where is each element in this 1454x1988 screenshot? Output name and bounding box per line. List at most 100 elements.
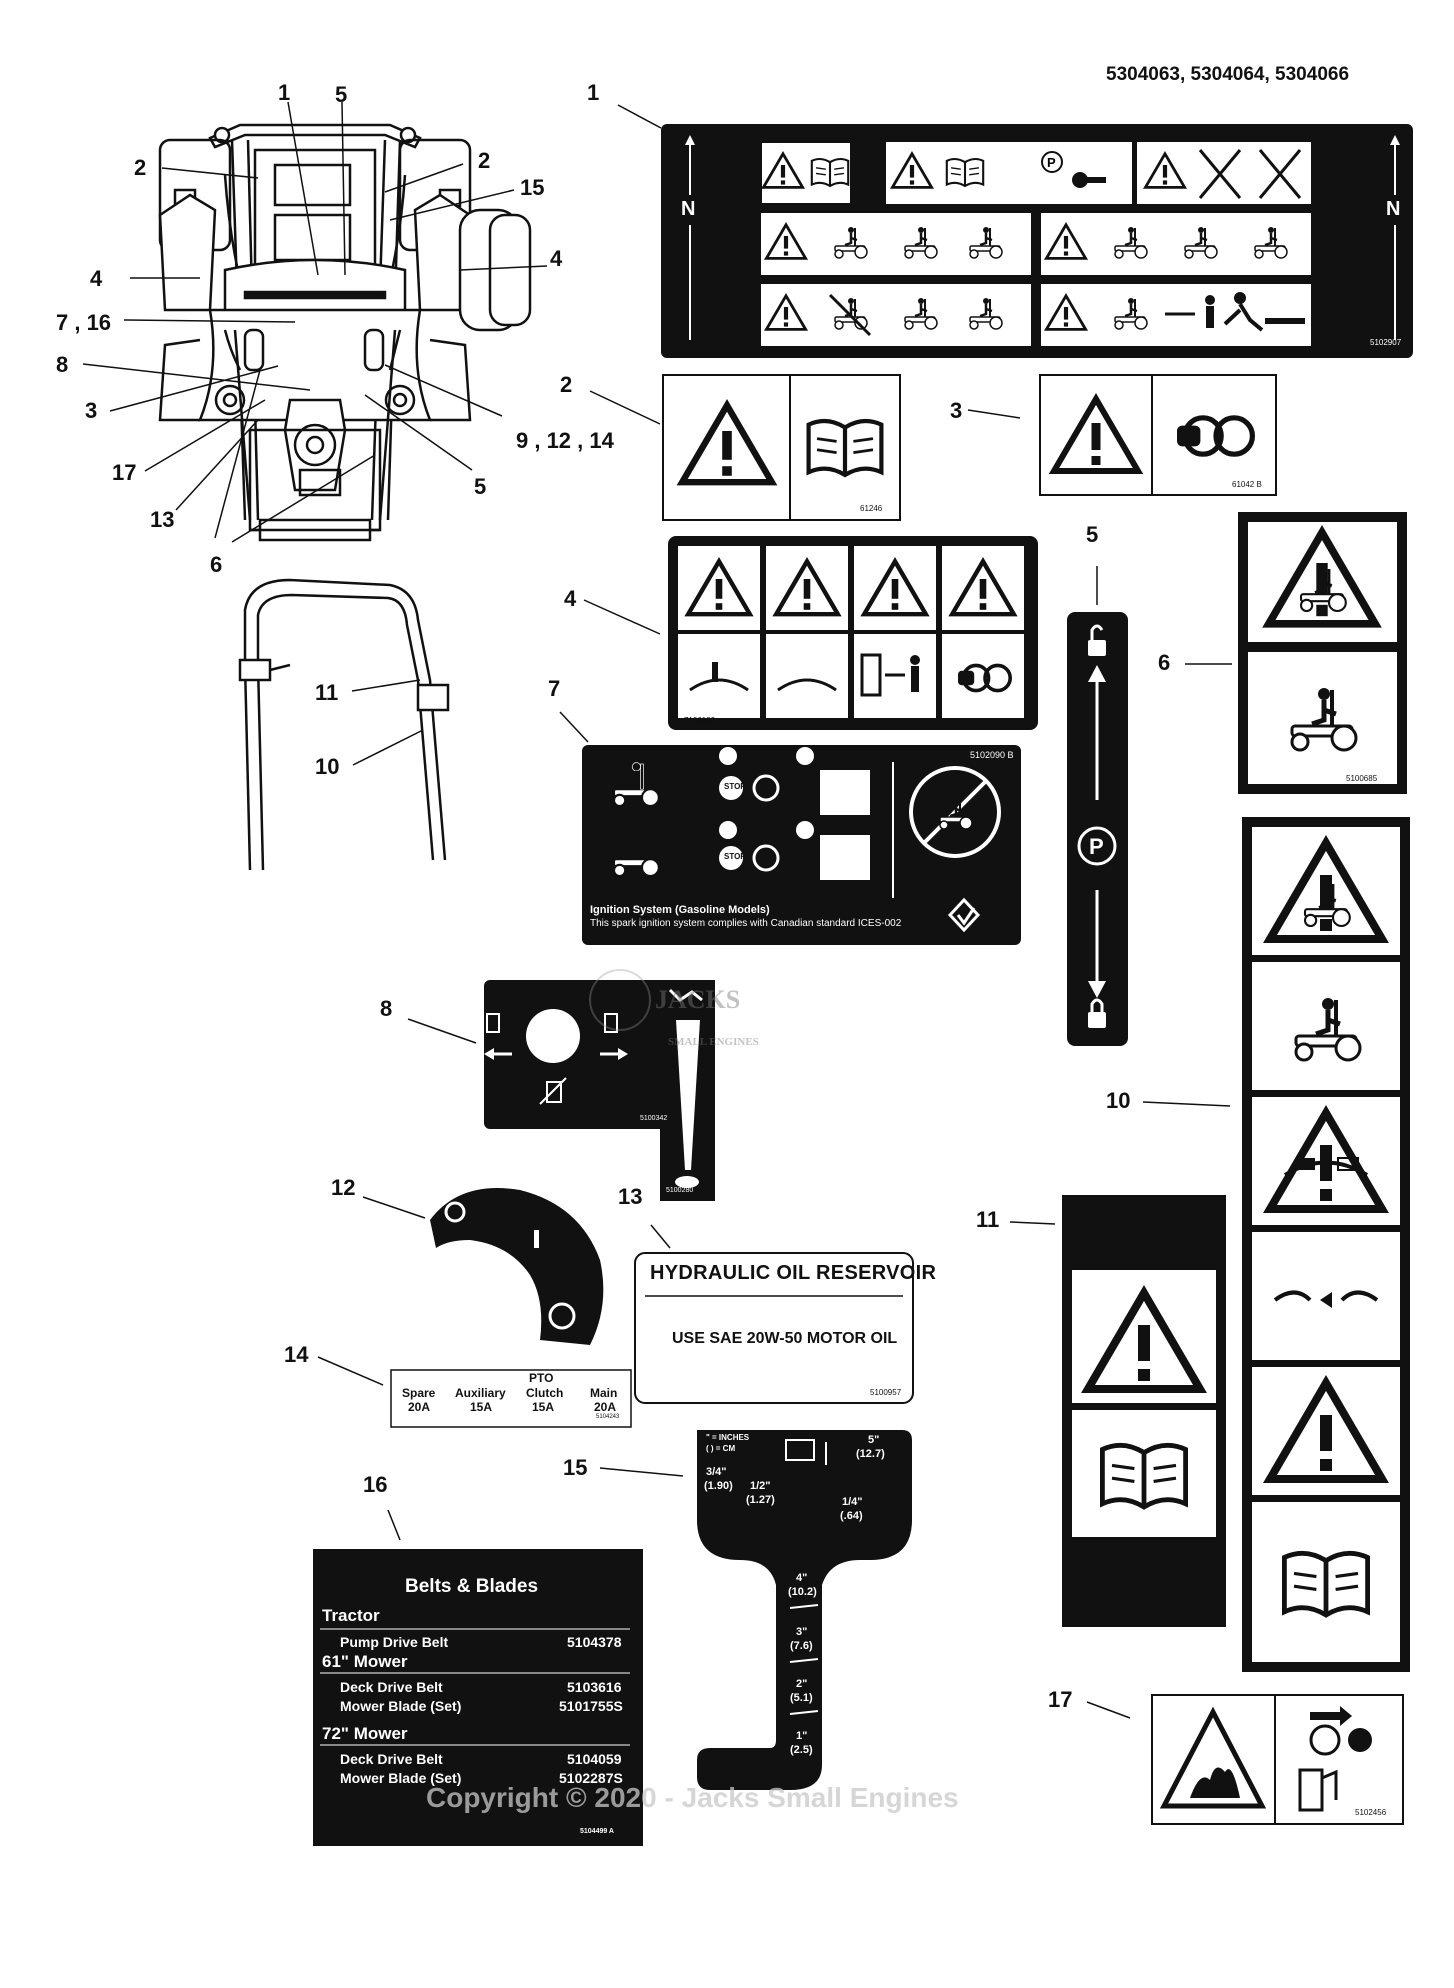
decal-16-code: 5104499 A xyxy=(580,1828,614,1835)
fuse-label-main: Main xyxy=(590,1386,618,1400)
gauge-5in: 5" xyxy=(868,1434,880,1446)
ignition-title: Ignition System (Gasoline Models) xyxy=(590,904,770,916)
fuse-pto-label: PTO xyxy=(529,1371,554,1385)
belts-section-61: 61" Mower xyxy=(322,1652,408,1671)
decal-12-artwork xyxy=(362,1188,604,1345)
fuse-value-main: 20A xyxy=(594,1400,617,1414)
svg-text:P: P xyxy=(1047,155,1056,170)
ignition-text: This spark ignition system complies with… xyxy=(590,918,902,929)
belts-row-1-label: Pump Drive Belt xyxy=(340,1634,449,1650)
rops-handle-drawing xyxy=(238,578,450,871)
gauge-3-4in-cm: (1.90) xyxy=(704,1480,733,1492)
belts-row-4-label: Deck Drive Belt xyxy=(340,1751,443,1767)
belts-section-tractor: Tractor xyxy=(322,1606,380,1625)
decal-callout-5: 5 xyxy=(1086,522,1099,547)
decal-callout-7: 7 xyxy=(548,676,561,701)
decal-17-code: 5102456 xyxy=(1355,1808,1387,1817)
decal-callout-15: 15 xyxy=(563,1455,588,1480)
gauge-4in: 4" xyxy=(796,1572,808,1584)
belts-row-3-value: 5101755S xyxy=(559,1698,623,1714)
belts-row-5-value: 5102287S xyxy=(559,1770,623,1786)
decal-13-artwork xyxy=(634,1224,914,1404)
belts-title: Belts & Blades xyxy=(405,1576,539,1597)
decal-14-artwork xyxy=(317,1356,632,1428)
decal-10-artwork xyxy=(1142,817,1410,1672)
callout-5: 5 xyxy=(335,82,348,107)
gauge-4in-cm: (10.2) xyxy=(788,1586,817,1598)
decal-8-artwork xyxy=(407,980,673,1129)
decal-callout-3: 3 xyxy=(950,398,963,423)
watermark-jacks-sub: SMALL ENGINES xyxy=(668,1036,759,1048)
decal-6-code: 5100685 xyxy=(1346,774,1378,783)
fuse-value-auxiliary: 15A xyxy=(470,1400,493,1414)
decal-13-code: 5100957 xyxy=(870,1388,902,1397)
decal-3-artwork xyxy=(967,374,1277,496)
gauge-2in-cm: (5.1) xyxy=(790,1692,813,1704)
callout-2-right: 2 xyxy=(478,148,491,173)
decal-9-artwork xyxy=(660,980,715,1201)
belts-row-5-label: Mower Blade (Set) xyxy=(340,1770,462,1786)
belts-row-2-label: Deck Drive Belt xyxy=(340,1679,443,1695)
hydraulic-text: USE SAE 20W-50 MOTOR OIL xyxy=(672,1330,898,1347)
gauge-3in-cm: (7.6) xyxy=(790,1640,813,1652)
callout-11-handle: 11 xyxy=(315,680,339,705)
decal-1-code: 5102907 xyxy=(1370,338,1402,347)
decal-callout-11: 11 xyxy=(976,1207,1000,1232)
stop-label-2: STOP xyxy=(724,852,746,861)
belts-row-1-value: 5104378 xyxy=(567,1634,622,1650)
callout-9-12-14: 9 , 12 , 14 xyxy=(516,428,614,453)
gauge-1-4in-cm: (.64) xyxy=(840,1510,863,1522)
callout-4-right: 4 xyxy=(550,246,563,271)
tractor-drawing xyxy=(158,123,532,542)
decal-3-code: 61042 B xyxy=(1232,480,1262,489)
decal-14-code: 5104243 xyxy=(596,1414,620,1420)
fuse-value-clutch: 15A xyxy=(532,1400,555,1414)
gauge-1-2in-cm: (1.27) xyxy=(746,1494,775,1506)
callout-2-left: 2 xyxy=(134,155,147,180)
belts-row-2-value: 5103616 xyxy=(567,1679,622,1695)
callout-4-left: 4 xyxy=(90,266,103,291)
decal-callout-10: 10 xyxy=(1106,1088,1131,1113)
callout-1: 1 xyxy=(278,80,291,105)
decal-15-artwork xyxy=(599,1430,912,1790)
tractor-leader-lines xyxy=(82,101,548,543)
gauge-2in: 2" xyxy=(796,1678,808,1690)
decal-callout-8: 8 xyxy=(380,996,393,1021)
gauge-1in-cm: (2.5) xyxy=(790,1744,813,1756)
handle-leader-lines xyxy=(351,679,424,766)
hydraulic-title: HYDRAULIC OIL RESERVOIR xyxy=(650,1262,937,1284)
callout-8: 8 xyxy=(56,352,69,377)
svg-text:N: N xyxy=(681,198,695,220)
watermark-jacks-logo: JACKS xyxy=(655,985,741,1014)
watermark-logo xyxy=(589,969,651,1031)
decal-2-code: 61246 xyxy=(860,504,883,513)
stop-label-1: STOP xyxy=(724,782,746,791)
decal-callout-1: 1 xyxy=(587,80,600,105)
decal-16-artwork xyxy=(313,1509,643,1846)
fuse-label-auxiliary: Auxiliary xyxy=(455,1386,506,1400)
decal-5-artwork: P xyxy=(1067,566,1128,1046)
gauge-1-4in: 1/4" xyxy=(842,1496,863,1508)
callout-7-16: 7 , 16 xyxy=(56,310,112,335)
callout-15: 15 xyxy=(520,175,545,200)
decal-7-artwork xyxy=(559,711,1021,945)
decal-17-artwork xyxy=(1086,1694,1404,1825)
callout-10-handle: 10 xyxy=(315,754,340,779)
gauge-3-4in: 3/4" xyxy=(706,1466,727,1478)
callout-3: 3 xyxy=(85,398,98,423)
fuse-label-clutch: Clutch xyxy=(526,1386,564,1400)
decal-8-code: 5100342 xyxy=(640,1115,668,1122)
gauge-legend-inches: " = INCHES xyxy=(706,1433,750,1442)
belts-row-3-label: Mower Blade (Set) xyxy=(340,1698,462,1714)
decal-callout-6: 6 xyxy=(1158,650,1171,675)
fuse-label-spare: Spare xyxy=(402,1386,436,1400)
decal-4-code: 7106109 xyxy=(684,716,716,725)
watermark-copyright: Copyright © 2020 - Jacks Small Engines xyxy=(426,1782,959,1813)
decal-2-artwork xyxy=(589,374,901,521)
gauge-1in: 1" xyxy=(796,1730,808,1742)
belts-section-72: 72" Mower xyxy=(322,1724,408,1743)
decal-callout-13: 13 xyxy=(618,1184,643,1209)
callout-13: 13 xyxy=(150,507,175,532)
